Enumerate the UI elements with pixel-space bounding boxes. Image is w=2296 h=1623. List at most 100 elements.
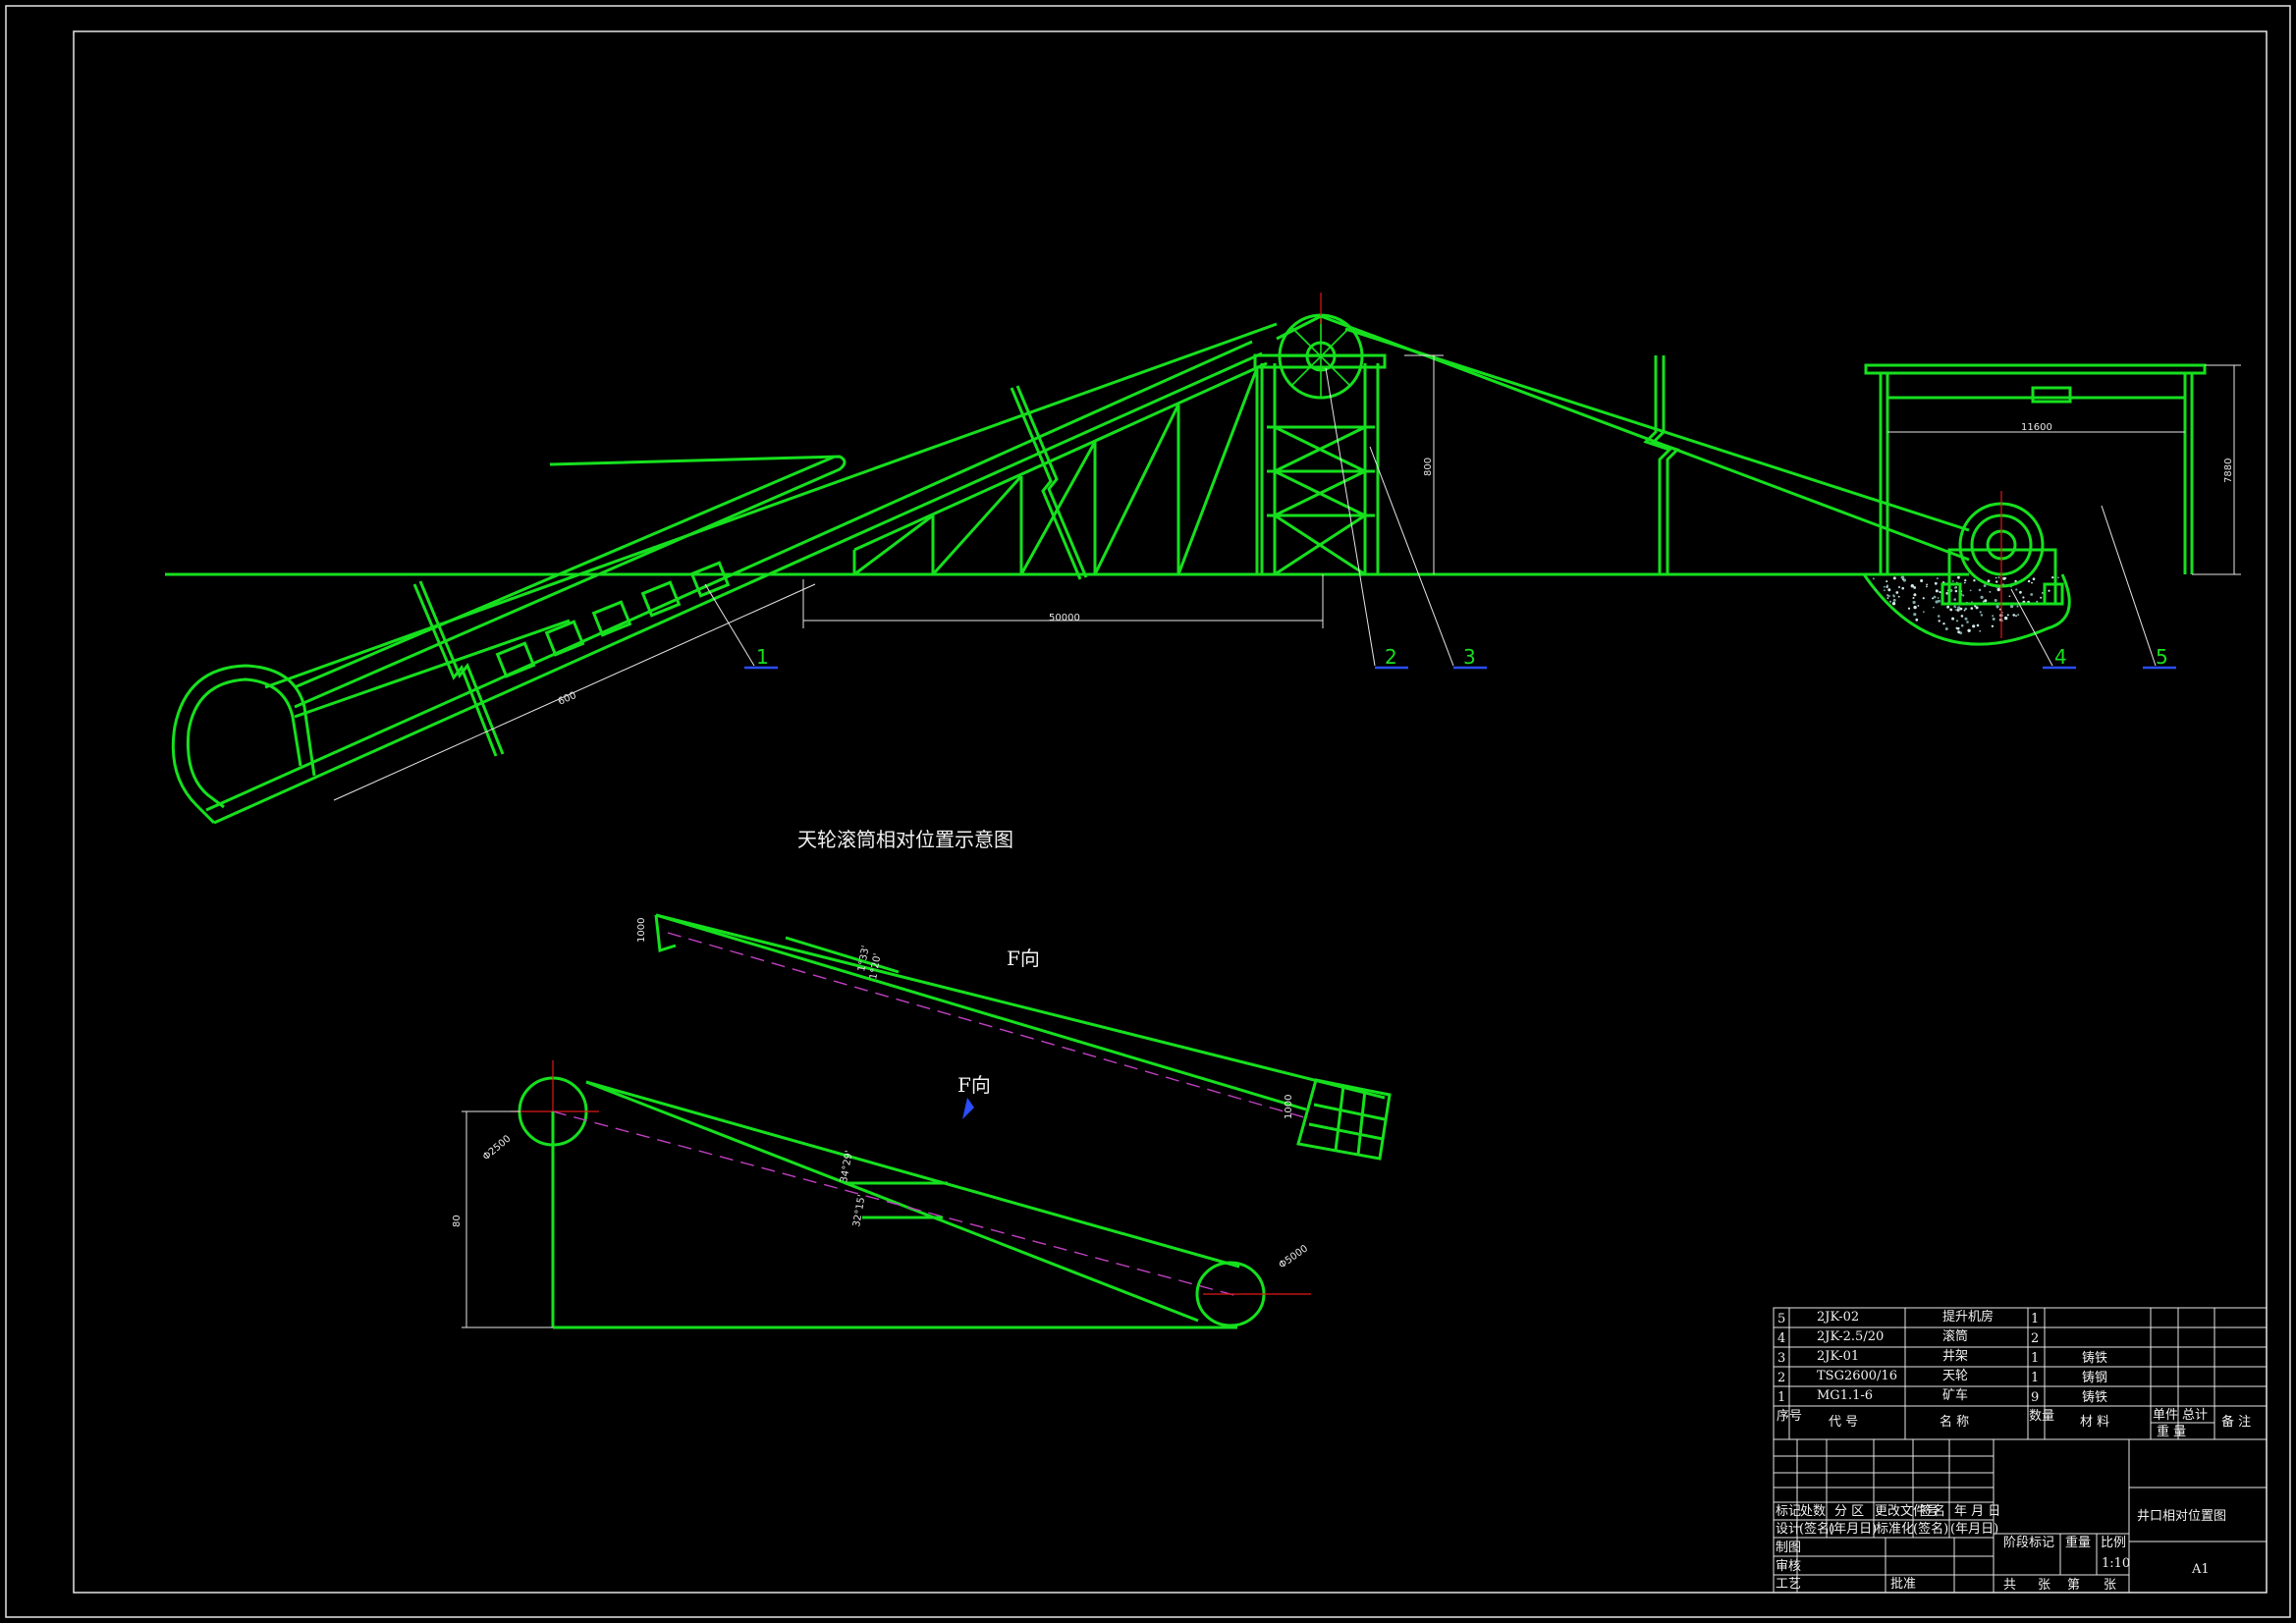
- gravel-dot: [1964, 581, 1966, 584]
- tb-date-ymd2: (年月日): [1950, 1522, 1998, 1537]
- gravel-dot: [1935, 589, 1939, 593]
- gravel-dot: [1944, 627, 1948, 630]
- gravel-dot: [1992, 618, 1995, 621]
- head-sheave: [1278, 293, 1364, 400]
- title-block-labels: 标记 处数 分 区 更改文件号 签名 年 月 日 设计 (签名) (年月日) 标…: [1776, 1503, 2226, 1593]
- bom-header-unit-weight: 单件: [2153, 1408, 2178, 1423]
- gravel-dot: [2012, 614, 2015, 617]
- gravel-dot: [1884, 589, 1886, 592]
- gravel-dot: [1913, 613, 1917, 617]
- bom-code: TSG2600/16: [1817, 1369, 1897, 1383]
- gravel-dot: [1936, 577, 1939, 580]
- gravel-dot: [1973, 579, 1976, 582]
- gravel-dot: [1962, 594, 1965, 597]
- bom-header-material: 材 料: [2080, 1415, 2109, 1430]
- gravel-dot: [1934, 581, 1938, 585]
- gravel-dot: [1995, 605, 1999, 609]
- bom-code: 2JK-2.5/20: [1817, 1329, 1884, 1344]
- gravel-dot: [1887, 595, 1890, 598]
- sheet-size: A1: [2191, 1562, 2210, 1577]
- gravel-dot: [2008, 595, 2011, 597]
- tb-scale: 1:10: [2102, 1556, 2130, 1571]
- bom-name: 天轮: [1942, 1369, 1968, 1383]
- drawing-name: 井口相对位置图: [2137, 1509, 2226, 1524]
- tb-change-doc: 更改文件号: [1875, 1504, 1939, 1519]
- gravel-dot: [1922, 597, 1925, 600]
- gravel-dot: [1932, 597, 1935, 600]
- gravel-dot: [1942, 622, 1945, 625]
- truss: [852, 361, 1268, 576]
- tb-total: 共: [2003, 1578, 2016, 1593]
- break-lines: [412, 385, 1088, 757]
- gravel-dot: [1926, 585, 1928, 588]
- f-view-lower: [462, 1060, 1311, 1329]
- inner-border: [73, 30, 2268, 1594]
- part-label-1: 1: [756, 645, 769, 669]
- tb-weight: 重量: [2065, 1535, 2091, 1550]
- gravel-dot: [1933, 595, 1937, 599]
- gravel-dot: [2040, 596, 2043, 599]
- gravel-dot: [1938, 620, 1941, 622]
- gravel-dot: [1953, 598, 1956, 601]
- gravel-dot: [1937, 615, 1941, 618]
- gravel-dot: [1892, 594, 1895, 597]
- dim-angle-2: 32°15': [851, 1194, 868, 1228]
- bom-no: 3: [1777, 1351, 1785, 1366]
- gravel-dot: [1888, 600, 1891, 603]
- gravel-dot: [1910, 584, 1915, 588]
- gravel-dot: [1901, 586, 1904, 590]
- gravel-dot: [2016, 605, 2019, 608]
- gravel-dot: [1953, 605, 1956, 608]
- bom-header-no: 序号: [1777, 1409, 1802, 1424]
- dim-fv-mid2: 1°20': [868, 952, 883, 980]
- part-label-3: 3: [1463, 645, 1476, 669]
- f-view-label-2: F向: [957, 1073, 991, 1097]
- gravel-dot: [1994, 599, 1997, 602]
- bom-table: 5 2JK-02 提升机房 1 4 2JK-2.5/20 滚筒 2 3 2JK-…: [1777, 1309, 2251, 1439]
- gravel-dot: [1997, 576, 2000, 579]
- tb-process: 工艺: [1776, 1577, 1801, 1592]
- bom-code: MG1.1-6: [1817, 1388, 1873, 1403]
- gravel-dot: [1959, 607, 1963, 611]
- dim-fv-right: 1000: [1284, 1095, 1294, 1119]
- hoist-ropes: [1276, 314, 1970, 562]
- f-view-label-1: F向: [1007, 947, 1040, 970]
- gravel-dot: [1979, 611, 1982, 614]
- bom-name: 井架: [1942, 1349, 1968, 1364]
- outer-border: [5, 5, 2291, 1618]
- gravel-dot: [1984, 599, 1988, 603]
- gravel-dot: [1923, 611, 1925, 613]
- tb-design: 设计: [1776, 1522, 1801, 1537]
- gravel-dot: [1883, 585, 1886, 588]
- gravel-dot: [1996, 587, 2000, 592]
- gravel-dot: [1939, 591, 1941, 593]
- tb-date-ymd: (年月日): [1829, 1522, 1877, 1537]
- bom-no: 4: [1777, 1331, 1785, 1346]
- gravel-dot: [1946, 605, 1950, 609]
- gravel-dot: [1945, 592, 1948, 595]
- bom-no: 2: [1777, 1371, 1785, 1385]
- gravel-dot: [2022, 596, 2025, 599]
- gravel-dot: [1913, 593, 1917, 597]
- gravel-dot: [1907, 607, 1911, 610]
- gravel-dot: [2015, 588, 2018, 591]
- break-line-right: [1643, 355, 1672, 574]
- gravel-dot: [1955, 626, 1958, 629]
- tb-count: 处数: [1800, 1504, 1826, 1519]
- gravel-dot: [1975, 606, 1979, 610]
- gravel-dot: [1964, 607, 1968, 611]
- bom-material: 铸铁: [2082, 1350, 2107, 1366]
- gravel-dot: [2057, 576, 2059, 579]
- gravel-dot: [1969, 589, 1972, 592]
- gravel-dot: [1970, 607, 1974, 610]
- tb-approve: 批准: [1890, 1577, 1916, 1592]
- gravel-dot: [1957, 575, 1960, 579]
- gravel-dot: [1938, 599, 1941, 603]
- gravel-dot: [1976, 623, 1980, 627]
- tb-sign-name: (签名): [1799, 1521, 1834, 1537]
- dim-headframe-height: 800: [1423, 458, 1434, 476]
- tb-review: 审核: [1776, 1559, 1801, 1574]
- bom-name: 滚筒: [1942, 1328, 1968, 1344]
- bom-material: 铸铁: [2082, 1389, 2107, 1405]
- tb-sign: 签名: [1920, 1503, 1945, 1519]
